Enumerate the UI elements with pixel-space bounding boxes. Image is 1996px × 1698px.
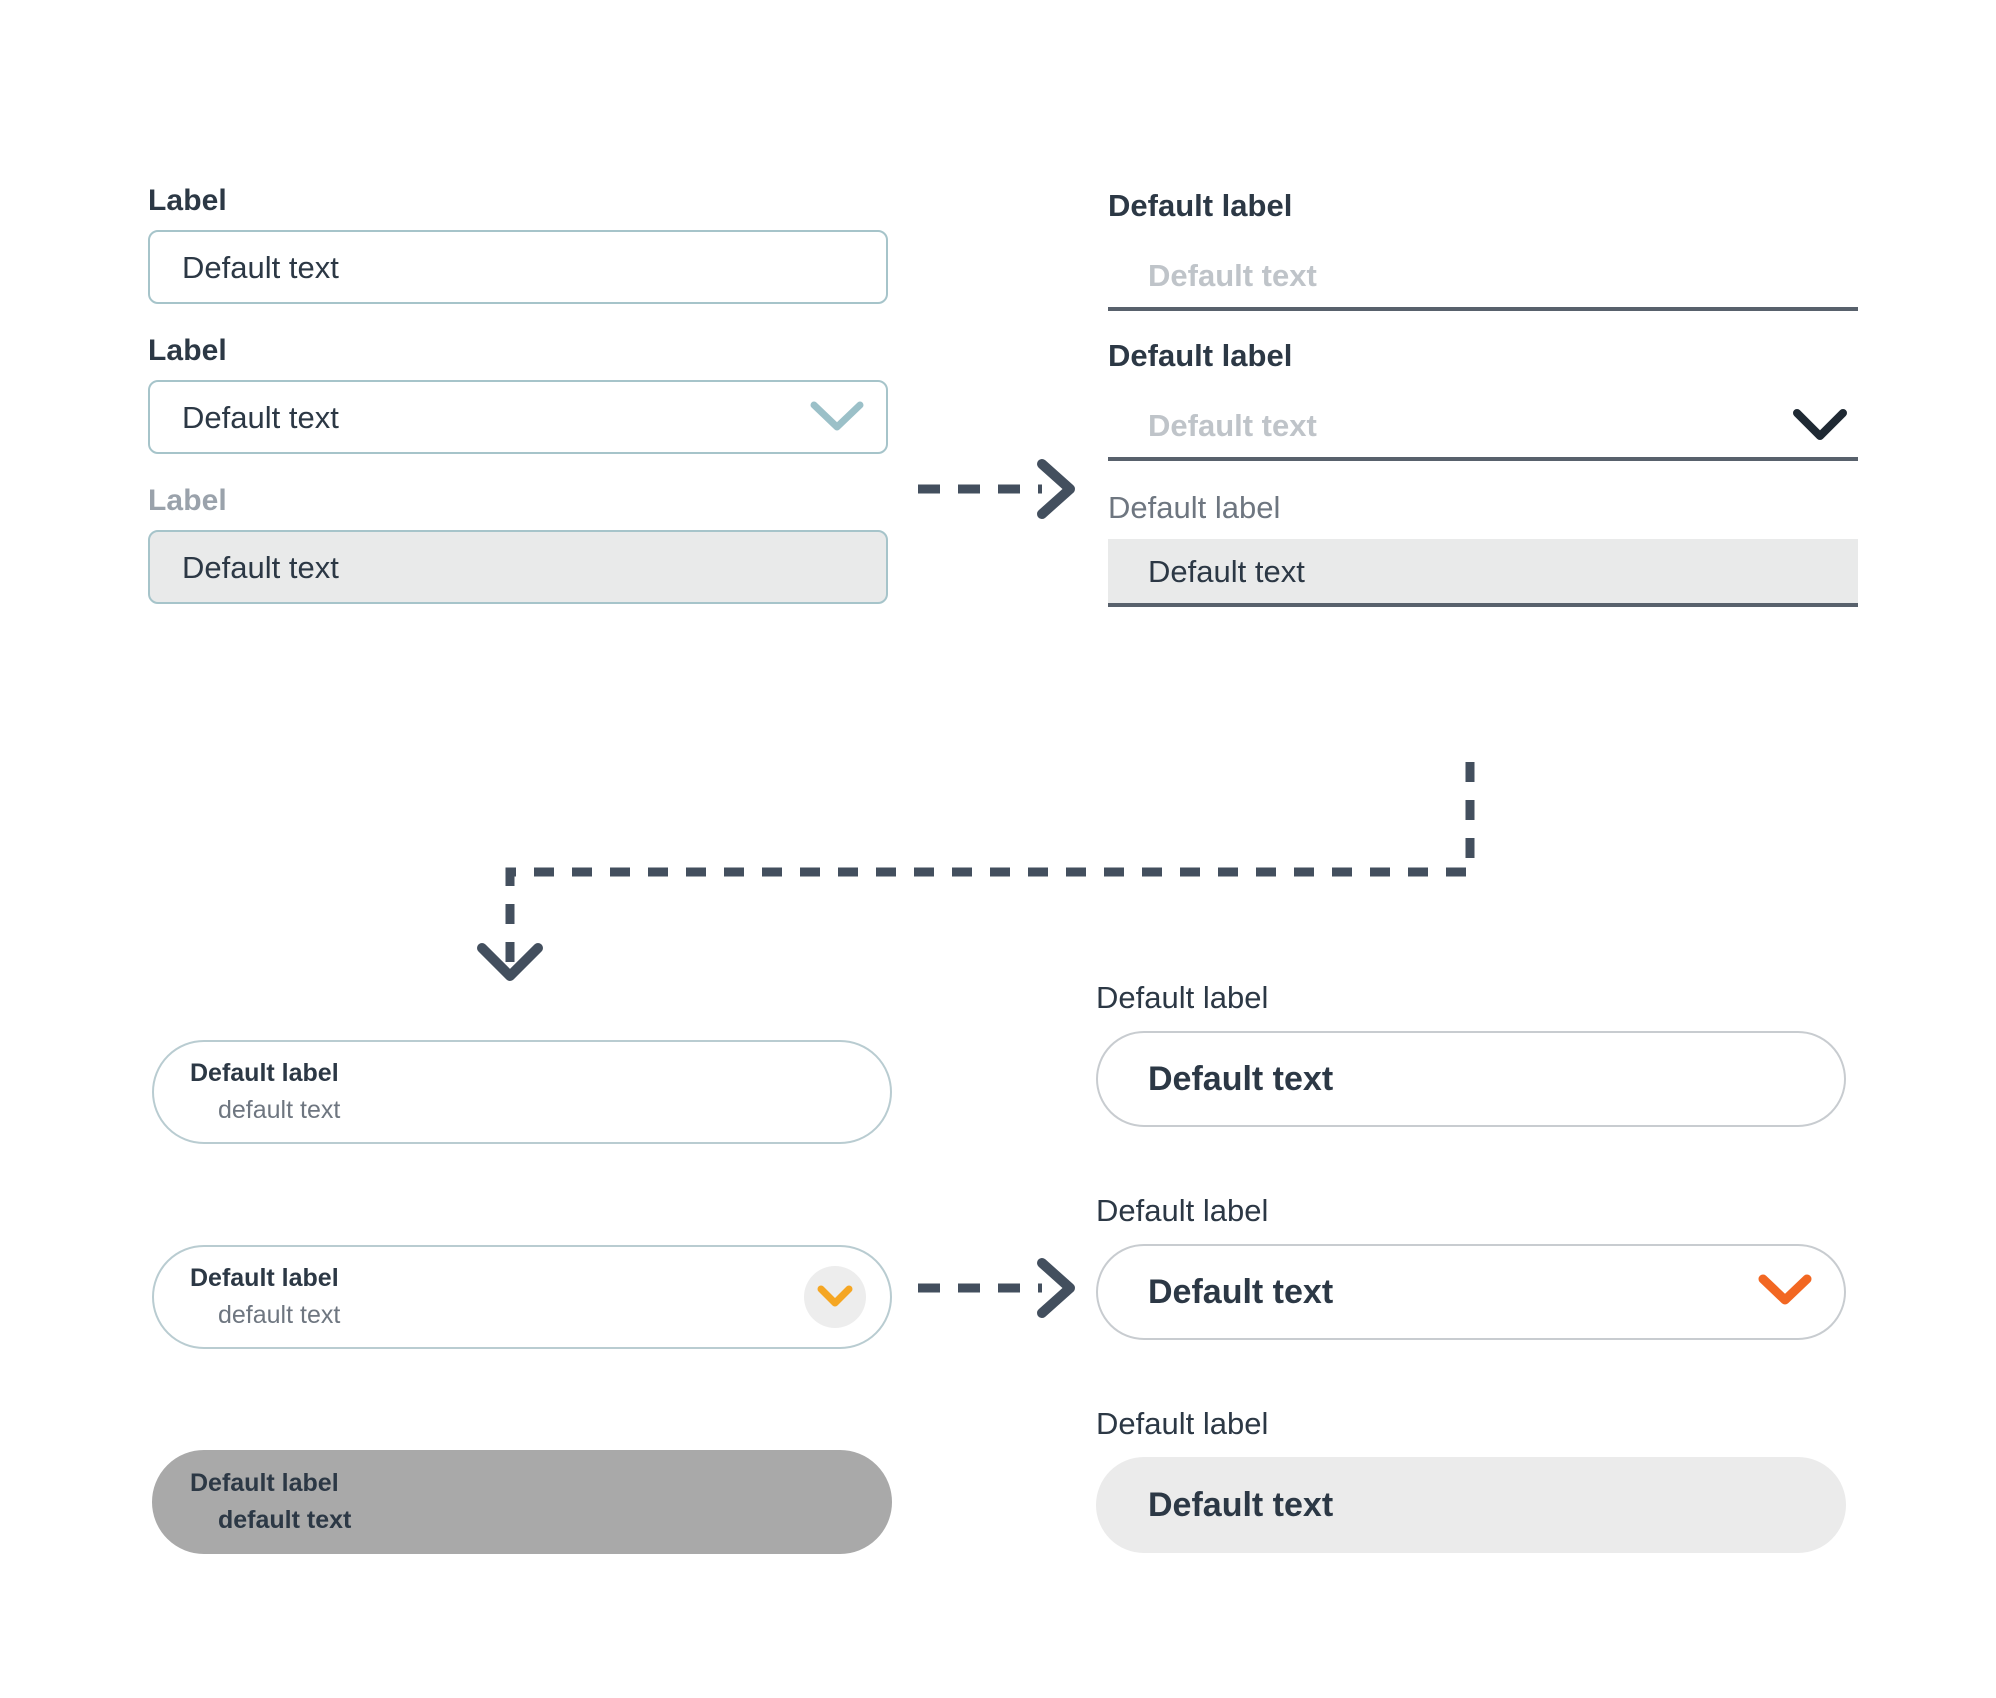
left-pill-disabled-value: default text [218, 1506, 352, 1534]
left-pill-disabled-stack: Default label default text [190, 1471, 351, 1533]
left-text-field-input[interactable]: Default text [148, 230, 888, 304]
chevron-down-icon[interactable] [1792, 408, 1848, 442]
left-text-field-group: Label Default text [148, 186, 888, 304]
right-text-field-group: Default label Default text [1108, 190, 1858, 311]
right-pill-select[interactable]: Default text [1096, 1244, 1846, 1340]
right-pill-plain-value: Default text [1148, 1060, 1334, 1098]
left-select-field-input[interactable]: Default text [148, 380, 888, 454]
left-pill-plain[interactable]: Default label default text [152, 1040, 892, 1144]
right-pill-plain-group: Default label Default text [1096, 982, 1846, 1127]
right-disabled-field-value: Default text [1148, 553, 1305, 589]
right-text-field-input[interactable]: Default text [1108, 243, 1858, 311]
left-pill-plain-value: default text [218, 1096, 341, 1124]
connector-arrow-bottom [918, 1258, 1075, 1318]
chevron-down-icon[interactable] [804, 1266, 866, 1328]
connector-arrow-top [918, 459, 1075, 519]
right-pill-disabled-label: Default label [1096, 1406, 1269, 1441]
chevron-down-icon[interactable] [810, 400, 864, 434]
left-disabled-field-value: Default text [182, 549, 339, 585]
right-select-field-label: Default label [1108, 338, 1293, 373]
right-disabled-field-group: Default label Default text [1108, 492, 1858, 607]
right-disabled-field-input: Default text [1108, 539, 1858, 607]
left-disabled-field-input: Default text [148, 530, 888, 604]
left-pill-select-stack: Default label default text [190, 1266, 340, 1328]
right-pill-disabled-group: Default label Default text [1096, 1408, 1846, 1553]
left-pill-select-value: default text [218, 1301, 341, 1329]
left-select-field-label: Label [148, 334, 227, 367]
right-pill-select-group: Default label Default text [1096, 1195, 1846, 1340]
right-pill-plain[interactable]: Default text [1096, 1031, 1846, 1127]
left-disabled-field-group: Label Default text [148, 486, 888, 604]
right-text-field-placeholder: Default text [1148, 257, 1317, 293]
left-select-field-value: Default text [182, 399, 339, 435]
right-select-field-input[interactable]: Default text [1108, 393, 1858, 461]
right-pill-select-value: Default text [1148, 1273, 1334, 1311]
chevron-down-icon[interactable] [1758, 1273, 1812, 1312]
right-pill-plain-label: Default label [1096, 980, 1269, 1015]
left-pill-select[interactable]: Default label default text [152, 1245, 892, 1349]
right-pill-select-label: Default label [1096, 1193, 1269, 1228]
right-select-field-placeholder: Default text [1148, 407, 1317, 443]
left-text-field-value: Default text [182, 249, 339, 285]
right-pill-disabled: Default text [1096, 1457, 1846, 1553]
left-disabled-field-label: Label [148, 484, 227, 517]
left-pill-plain-label: Default label [190, 1059, 339, 1087]
right-pill-disabled-value: Default text [1148, 1486, 1334, 1524]
right-select-field-group: Default label Default text [1108, 340, 1858, 461]
left-select-field-group: Label Default text [148, 336, 888, 454]
left-pill-select-label: Default label [190, 1264, 339, 1292]
connector-elbow [477, 762, 1475, 981]
right-disabled-field-label: Default label [1108, 490, 1281, 525]
left-text-field-label: Label [148, 184, 227, 217]
left-pill-plain-stack: Default label default text [190, 1061, 340, 1123]
left-pill-disabled-label: Default label [190, 1469, 339, 1497]
right-text-field-label: Default label [1108, 188, 1293, 223]
left-pill-disabled: Default label default text [152, 1450, 892, 1554]
